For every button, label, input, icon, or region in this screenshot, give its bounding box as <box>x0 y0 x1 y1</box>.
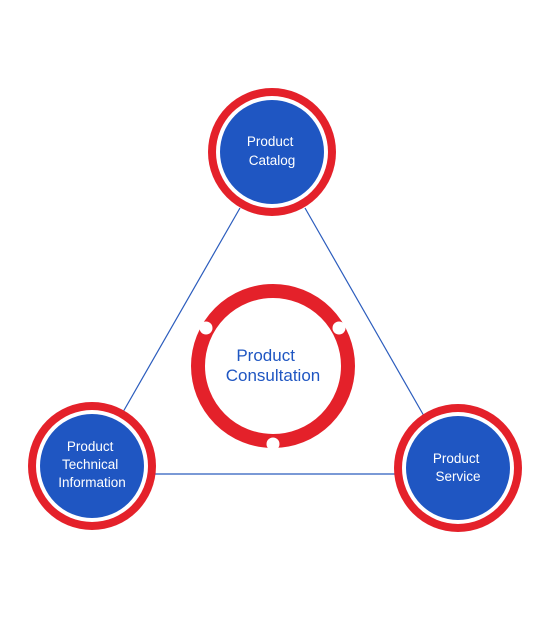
ring-dot-bottom <box>266 437 280 451</box>
center-label-line: Consultation <box>226 366 321 385</box>
center-label: Product Consultation <box>226 346 321 385</box>
node-label-line: Information <box>58 475 126 490</box>
connector-lines <box>122 207 425 475</box>
node-label-line: Service <box>435 469 480 484</box>
node-blue-disc <box>406 416 510 520</box>
node-product-catalog: Product Catalog <box>208 88 336 216</box>
node-label: Product Catalog <box>247 134 297 168</box>
node-label: Product Service <box>433 451 483 484</box>
node-product-service: Product Service <box>394 404 522 532</box>
node-label-line: Product <box>247 134 294 149</box>
node-label: Product Technical Information <box>58 439 126 490</box>
connector-top-left <box>122 207 241 413</box>
center-node: Product Consultation <box>191 284 355 451</box>
node-label-line: Product <box>67 439 114 454</box>
connector-top-right <box>304 207 425 417</box>
node-label-line: Technical <box>62 457 118 472</box>
node-blue-disc <box>220 100 324 204</box>
node-label-line: Product <box>433 451 480 466</box>
center-label-line: Product <box>236 346 295 365</box>
ring-dot-left <box>199 321 213 335</box>
node-product-technical-information: Product Technical Information <box>28 402 156 530</box>
node-blue-disc <box>40 414 144 518</box>
ring-dot-right <box>332 321 346 335</box>
node-label-line: Catalog <box>249 153 296 168</box>
